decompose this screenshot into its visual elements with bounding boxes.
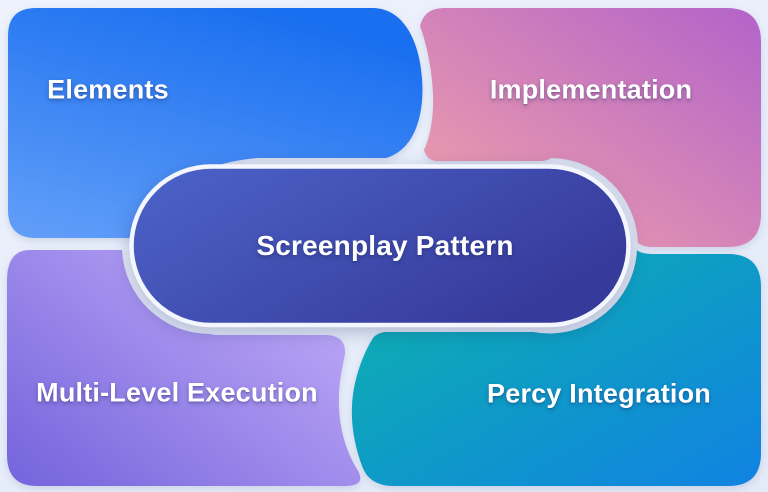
card-percy-integration-label: Percy Integration: [487, 378, 711, 409]
center-pill: [129, 164, 631, 328]
card-implementation: [420, 8, 761, 247]
card-implementation-label: Implementation: [489, 74, 693, 105]
card-multi-level-execution: [7, 250, 361, 486]
center-pill-label: Screenplay Pattern: [256, 230, 514, 261]
card-percy-integration: [351, 250, 761, 486]
card-multi-level-execution-label: Multi-Level Execution: [36, 377, 318, 408]
card-elements: [8, 8, 423, 238]
card-elements-label: Elements: [47, 74, 169, 105]
